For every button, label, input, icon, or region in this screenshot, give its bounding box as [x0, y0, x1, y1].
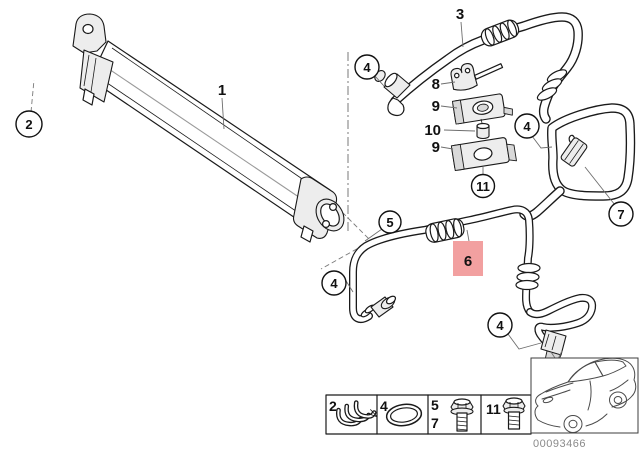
circled-callout-4-lower-left[interactable]: 4	[321, 270, 347, 296]
clamp-part-9-upper	[452, 93, 513, 125]
legend-number-2[interactable]: 2	[329, 398, 337, 414]
callout-8[interactable]: 8	[432, 76, 440, 93]
callout-5[interactable]: 5	[386, 215, 393, 230]
leader-lines	[221, 21, 616, 350]
pipe6-ring-stack	[515, 262, 541, 291]
legend-number-11[interactable]: 11	[486, 401, 501, 417]
callout-3[interactable]: 3	[456, 6, 464, 23]
bracket-part-8	[450, 63, 504, 91]
legend-number-5[interactable]: 5	[431, 397, 439, 413]
legend-cell-11[interactable]: 11	[486, 397, 526, 430]
o-ring-icon	[385, 403, 423, 427]
oil-cooler-part	[72, 13, 345, 243]
hex-bolt-icon	[502, 397, 526, 430]
legend-cell-2[interactable]: 2	[329, 398, 378, 427]
clamp-part-9-lower	[450, 137, 517, 171]
hex-bolt-icon	[450, 398, 474, 432]
callout-11[interactable]: 11	[476, 179, 490, 194]
callout-labels: 1 3 8 9 10 9 6 2 4 4 4 4	[15, 6, 634, 338]
callout-4[interactable]: 4	[363, 60, 371, 75]
hose-clamp-7	[560, 134, 588, 167]
legend-number-4[interactable]: 4	[380, 398, 388, 414]
legend-table: 2 4 5 7	[325, 394, 532, 435]
diagram-number: 00093466	[533, 438, 586, 450]
legend-cell-4[interactable]: 4	[380, 398, 423, 428]
callout-6[interactable]: 6	[464, 253, 472, 270]
cooler-bracket	[72, 13, 114, 106]
hose3-end-fitting	[374, 70, 411, 117]
hose3-ring-stack	[536, 69, 568, 101]
hose3-corrugated-sleeve	[480, 19, 520, 47]
cooler-end-fitting	[292, 176, 345, 243]
spring-clamp-icon	[335, 400, 378, 427]
callout-9-lower[interactable]: 9	[432, 139, 440, 156]
circled-callout-7[interactable]: 7	[608, 201, 634, 227]
bushing-part-10	[476, 118, 490, 140]
callout-9-upper[interactable]: 9	[432, 98, 440, 115]
circled-callout-4-upper-left[interactable]: 4	[354, 54, 380, 80]
callout-4[interactable]: 4	[496, 318, 504, 333]
callout-10[interactable]: 10	[424, 122, 441, 139]
circled-callout-4-upper-right[interactable]: 4	[514, 113, 540, 139]
car-thumbnail	[530, 357, 639, 434]
callout-4[interactable]: 4	[523, 119, 531, 134]
circled-callout-2[interactable]: 2	[15, 110, 43, 138]
pipe6-left-fitting	[360, 295, 397, 318]
legend-number-7[interactable]: 7	[431, 415, 439, 431]
callout-1[interactable]: 1	[218, 82, 226, 99]
circled-callout-11[interactable]: 11	[470, 173, 496, 199]
highlight-box[interactable]	[453, 241, 483, 276]
pipe6-corrugated-coupler	[425, 218, 465, 243]
legend-cell-5-7[interactable]: 5 7	[431, 397, 474, 432]
circled-callout-4-lower-mid[interactable]: 4	[487, 312, 513, 338]
callout-7[interactable]: 7	[617, 207, 624, 222]
callout-2[interactable]: 2	[25, 117, 32, 132]
callout-4[interactable]: 4	[330, 276, 338, 291]
circled-callout-5[interactable]: 5	[378, 210, 402, 234]
highlighted-callout-6[interactable]: 6	[453, 241, 483, 276]
